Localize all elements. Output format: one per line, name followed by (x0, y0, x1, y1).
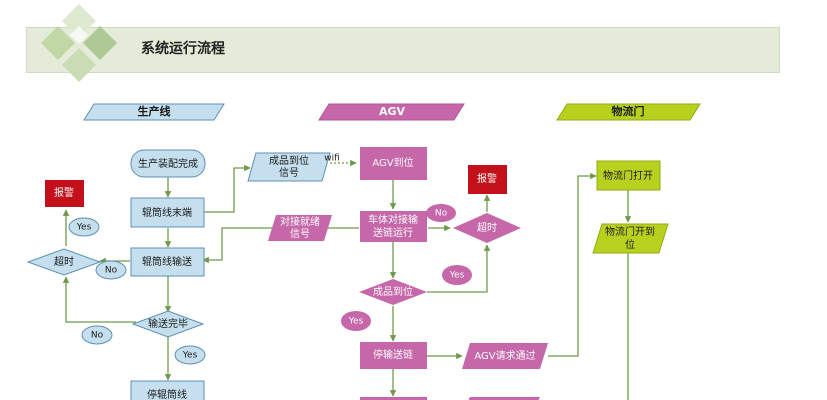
lane-door-label: 物流门 (612, 104, 645, 118)
lane-agv-label: AGV (379, 105, 406, 118)
production-yes-label: Yes (68, 217, 100, 237)
agv-product-arrive-decision: 成品到位 (359, 279, 427, 305)
convey-done-decision: 输送完毕 (131, 310, 205, 338)
svg-text:Yes: Yes (76, 223, 92, 233)
svg-text:位: 位 (625, 238, 635, 251)
svg-text:对接就绪: 对接就绪 (280, 215, 320, 228)
agv-timeout-decision: 超时 (453, 213, 521, 243)
svg-text:辊筒线输送: 辊筒线输送 (142, 255, 192, 268)
dock-ready-signal: 对接就绪 信号 (268, 215, 332, 241)
agv-dock-node: 车体对接输 送链运行 (360, 211, 427, 242)
svg-text:成品到位: 成品到位 (269, 154, 309, 167)
product-arrive-signal: 成品到位 信号 (247, 152, 331, 182)
svg-text:No: No (105, 266, 118, 276)
svg-text:Yes: Yes (449, 271, 465, 281)
wifi-label: wifi (324, 154, 340, 164)
svg-text:AGV请求通过: AGV请求通过 (474, 349, 535, 362)
svg-text:生产装配完成: 生产装配完成 (138, 157, 198, 170)
diamond-logo-icon (41, 4, 117, 82)
svg-text:No: No (435, 209, 448, 219)
agv-lower-signal (468, 397, 540, 400)
production-no-label: No (95, 260, 127, 280)
agv-alarm-node: 报警 (468, 165, 507, 194)
svg-text:物流门开到: 物流门开到 (605, 225, 655, 238)
roller-end-node: 辊筒线末端 (130, 197, 205, 228)
lane-production-label: 生产线 (138, 104, 171, 118)
svg-text:输送完毕: 输送完毕 (148, 317, 188, 330)
roller-convey-node: 辊筒线输送 (130, 247, 205, 277)
convey-yes-label: Yes (174, 345, 206, 365)
svg-text:AGV到位: AGV到位 (372, 156, 413, 169)
door-open-node: 物流门打开 (596, 160, 661, 191)
agv-yes-right-label: Yes (442, 265, 472, 285)
svg-text:超时: 超时 (477, 221, 497, 234)
production-timeout-decision: 超时 (26, 248, 102, 276)
door-open-done-signal: 物流门开到 位 (592, 223, 669, 254)
svg-text:物流门打开: 物流门打开 (603, 169, 653, 182)
svg-text:停输送链: 停输送链 (373, 348, 413, 361)
svg-text:信号: 信号 (279, 167, 299, 179)
svg-text:Yes: Yes (348, 317, 364, 327)
svg-text:No: No (91, 331, 104, 341)
svg-text:报警: 报警 (477, 172, 497, 185)
svg-text:辊筒线末端: 辊筒线末端 (142, 206, 192, 219)
assembly-done-node: 生产装配完成 (130, 149, 206, 178)
svg-text:成品到位: 成品到位 (373, 285, 413, 298)
agv-next-node (360, 397, 427, 400)
convey-no-label: No (81, 325, 113, 345)
svg-text:停辊筒线: 停辊筒线 (147, 388, 187, 400)
lane-agv-header: AGV (318, 103, 465, 121)
header-band (26, 27, 780, 73)
svg-text:Yes: Yes (182, 351, 198, 361)
agv-arrive-node: AGV到位 (360, 147, 427, 180)
svg-text:信号: 信号 (290, 228, 310, 240)
svg-text:报警: 报警 (54, 186, 74, 199)
svg-text:超时: 超时 (54, 255, 74, 268)
svg-text:车体对接输: 车体对接输 (368, 213, 418, 226)
svg-text:送链运行: 送链运行 (373, 226, 413, 239)
agv-request-signal: AGV请求通过 (462, 343, 548, 369)
stop-roller-node: 停辊筒线 (130, 380, 205, 400)
page-title: 系统运行流程 (141, 41, 225, 57)
lane-production-header: 生产线 (83, 103, 225, 121)
production-alarm-node: 报警 (45, 180, 84, 207)
lane-door-header: 物流门 (556, 103, 701, 121)
agv-yes-left-label: Yes (341, 311, 371, 331)
agv-no-label: No (426, 204, 456, 222)
stop-chain-node: 停输送链 (360, 342, 427, 369)
